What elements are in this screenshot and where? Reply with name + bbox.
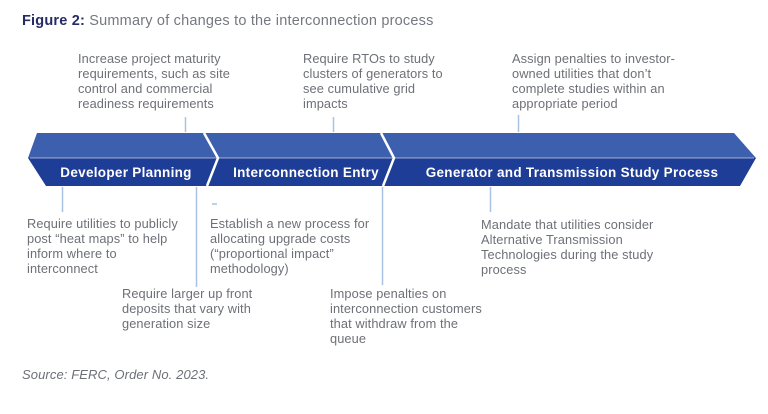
figure-title: Figure 2: Summary of changes to the inte… xyxy=(22,13,434,29)
stage-label-study-process: Generator and Transmission Study Process xyxy=(425,164,719,180)
banner-top-face xyxy=(28,133,756,158)
stage-separator-2 xyxy=(379,132,396,187)
callout-larger-deposits: Require larger up front deposits that va… xyxy=(122,286,253,331)
callout-alternative-transmission: Mandate that utilities consider Alternat… xyxy=(481,217,654,277)
callout-impose-penalties: Impose penalties on interconnection cust… xyxy=(330,286,482,346)
source-note: Source: FERC, Order No. 2023. xyxy=(22,367,210,382)
callout-upgrade-costs: Establish a new process for allocating u… xyxy=(210,216,370,276)
callout-rto-clusters: Require RTOs to study clusters of genera… xyxy=(303,51,443,111)
callout-assign-penalties: Assign penalties to investor- owned util… xyxy=(512,51,675,111)
stage-separator-1 xyxy=(202,132,220,187)
callout-project-maturity: Increase project maturity requirements, … xyxy=(78,51,230,111)
stage-label-interconnection-entry: Interconnection Entry xyxy=(233,164,379,180)
stage-label-developer-planning: Developer Planning xyxy=(60,164,192,180)
callout-heat-maps: Require utilities to publicly post “heat… xyxy=(27,216,178,276)
figure-title-text: Summary of changes to the interconnectio… xyxy=(85,13,434,29)
figure-title-prefix: Figure 2: xyxy=(22,13,86,29)
